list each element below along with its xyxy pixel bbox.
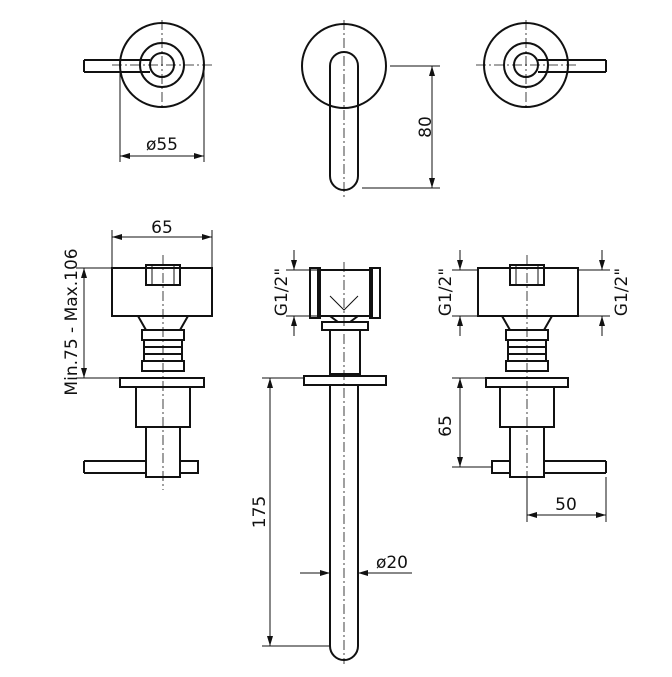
dim-spout-length: 175 bbox=[250, 496, 270, 528]
middle-spout-side-view: G1/2" 175 ø20 bbox=[250, 250, 412, 664]
dim-thread-right-right: G1/2" bbox=[612, 268, 632, 316]
dim-thread-spout: G1/2" bbox=[272, 268, 292, 316]
right-valve-side-view: G1/2" G1/2" 65 50 bbox=[436, 250, 632, 522]
dim-spout-diameter: ø20 bbox=[376, 553, 408, 573]
top-right-handle-view bbox=[476, 20, 607, 110]
left-valve-side-view: 65 Min.75 - Max.106 bbox=[62, 218, 213, 490]
dim-valve-width: 65 bbox=[151, 218, 173, 238]
top-left-handle-view: ø55 bbox=[83, 20, 212, 162]
dim-handle-length: 50 bbox=[555, 495, 577, 515]
dim-handle-height: 65 bbox=[436, 415, 456, 437]
dim-top-diameter: ø55 bbox=[146, 135, 178, 155]
dim-spout-rosette-height: 80 bbox=[416, 116, 436, 138]
dim-valve-depth-range: Min.75 - Max.106 bbox=[62, 248, 82, 395]
dim-thread-right-left: G1/2" bbox=[436, 268, 456, 316]
top-spout-view: 80 bbox=[301, 20, 440, 200]
